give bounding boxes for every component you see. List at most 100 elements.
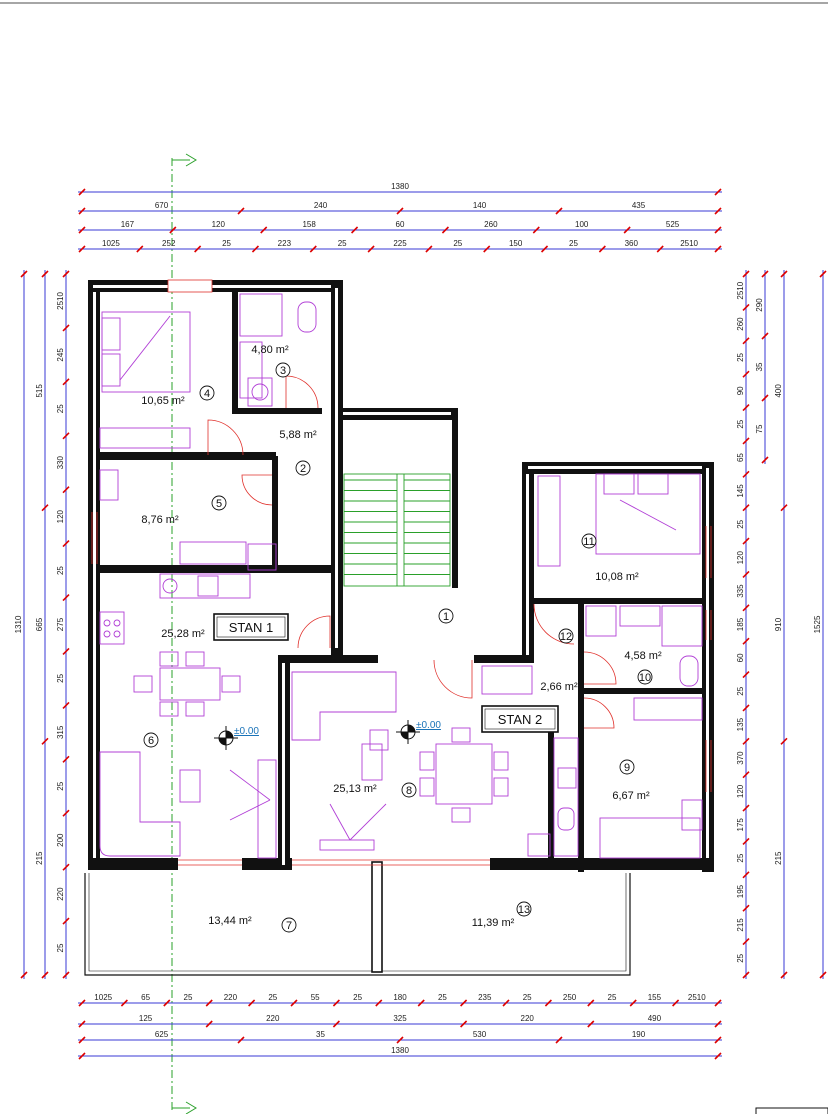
dim-top-total: 1380	[78, 182, 722, 196]
dimension-value: 1380	[391, 1046, 409, 1055]
dimension-value: 180	[393, 993, 407, 1002]
dimension-value: 215	[35, 851, 44, 865]
dimension-value: 245	[56, 348, 65, 362]
room-area: 6,67 m²	[612, 790, 650, 802]
dimension-value: 25	[523, 993, 532, 1002]
dimension-value: 515	[35, 384, 44, 398]
dimension-value: 670	[155, 201, 169, 210]
dimension-value: 220	[224, 993, 238, 1002]
level-label-1: ±0.00	[234, 726, 259, 737]
room-6: 25,28 m²6	[143, 628, 205, 748]
dimension-value: 25	[736, 419, 745, 428]
dimension-value: 290	[755, 298, 764, 312]
dimension-value: 910	[774, 617, 783, 631]
walls	[88, 279, 714, 872]
furniture	[99, 293, 703, 859]
dimension-value: 370	[736, 751, 745, 765]
dimension-value: 1525	[813, 615, 822, 633]
dimension-value: 275	[56, 617, 65, 631]
dimension-value: 25	[353, 993, 362, 1002]
dimension-value: 235	[478, 993, 492, 1002]
dimension-value: 190	[632, 1030, 646, 1039]
dimension-value: 400	[774, 384, 783, 398]
level-marker-2: ±0.00	[396, 720, 441, 744]
room-number: 5	[216, 498, 222, 510]
dimension-value: 360	[625, 239, 639, 248]
room-number: 2	[300, 463, 306, 475]
dimension-value: 220	[521, 1014, 535, 1023]
dimension-value: 25	[268, 993, 277, 1002]
dimension-value: 185	[736, 617, 745, 631]
dimension-value: 120	[736, 551, 745, 565]
dimension-value: 335	[736, 584, 745, 598]
room-area: 13,44 m²	[208, 915, 252, 927]
dimension-value: 25	[56, 943, 65, 952]
dimension-value: 1025	[102, 239, 120, 248]
room-number-circle	[516, 901, 532, 917]
room-area: 4,80 m²	[251, 344, 289, 356]
level-marker-1: ±0.00	[214, 726, 259, 750]
room-3: 4,80 m²3	[251, 344, 291, 378]
dimension-value: 215	[774, 851, 783, 865]
dimension-value: 435	[632, 201, 646, 210]
stan1-label: STAN 1	[213, 613, 289, 641]
dim-right-mid: 400 910 215	[774, 270, 788, 979]
dimension-value: 195	[736, 884, 745, 898]
room-number-circle	[211, 495, 227, 511]
dimension-value: 1380	[391, 182, 409, 191]
dimension-value: 325	[393, 1014, 407, 1023]
dimension-value: 158	[302, 220, 316, 229]
dim-right-inner: 2510260259025651452512033518560251353701…	[736, 270, 750, 979]
dimension-value: 25	[338, 239, 347, 248]
room-number-circle	[438, 608, 454, 624]
dimension-value: 220	[56, 887, 65, 901]
dimension-value: 55	[311, 993, 320, 1002]
dimension-value: 25	[56, 673, 65, 682]
room-number-circle	[295, 460, 311, 476]
room-number-circle	[581, 533, 597, 549]
room-number: 11	[583, 536, 594, 548]
dimension-value: 260	[736, 317, 745, 331]
dimension-value: 223	[278, 239, 292, 248]
dimension-value: 145	[736, 484, 745, 498]
dimension-value: 120	[736, 784, 745, 798]
room-number-circle	[558, 628, 574, 644]
room-number-circle	[401, 782, 417, 798]
room-area: 5,88 m²	[279, 429, 317, 441]
room-number-circle	[281, 917, 297, 933]
dimension-value: 60	[736, 653, 745, 662]
room-number: 10	[639, 672, 651, 684]
dimension-value: 25	[56, 781, 65, 790]
room-number-circle	[637, 669, 653, 685]
dimension-value: 65	[141, 993, 150, 1002]
dimension-value: 490	[648, 1014, 662, 1023]
level-label-2: ±0.00	[416, 720, 441, 731]
dimension-value: 100	[575, 220, 589, 229]
dimension-value: 120	[212, 220, 226, 229]
dimension-value: 75	[755, 424, 764, 433]
dimension-value: 135	[736, 717, 745, 731]
balcony-outline	[84, 861, 631, 976]
dimension-value: 240	[314, 201, 328, 210]
dimension-value: 25	[736, 853, 745, 862]
dimension-value: 215	[736, 918, 745, 932]
dim-top-row2: 670 240 140 435	[78, 201, 722, 215]
room-area: 10,65 m²	[141, 395, 185, 407]
dimension-value: 167	[121, 220, 135, 229]
room-area: 25,28 m²	[161, 628, 205, 640]
dim-bottom-total: 1380	[78, 1046, 722, 1060]
dimension-value: 125	[139, 1014, 153, 1023]
dimension-value: 140	[473, 201, 487, 210]
room-1: 1	[438, 608, 454, 624]
